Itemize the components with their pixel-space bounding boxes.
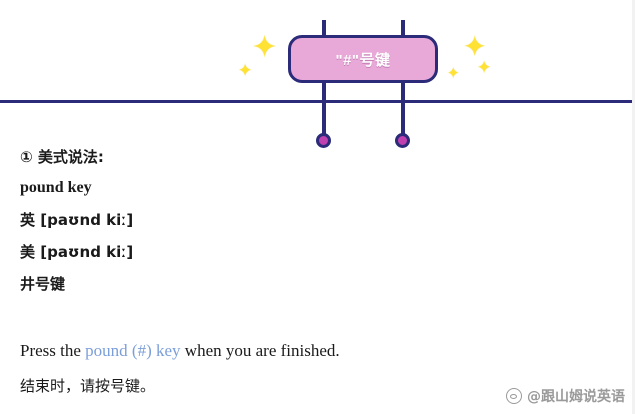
connector-dot-left: [316, 133, 331, 148]
uk-pronunciation: 英 [paʊnd kiː]: [20, 211, 134, 229]
sparkle-icon: ✦: [447, 64, 460, 82]
headword: pound key: [20, 179, 92, 196]
example-prefix: Press the: [20, 341, 86, 360]
example-sentence-chinese: 结束时，请按号键。: [20, 377, 156, 395]
item-heading: ① 美式说法:: [20, 148, 104, 166]
definition-block: ① 美式说法: pound key 英 [paʊnd kiː] 美 [paʊnd…: [20, 146, 580, 305]
title-bubble-label: "#"号键: [335, 51, 391, 69]
us-pronunciation: 美 [paʊnd kiː]: [20, 243, 134, 261]
right-edge-strip: [632, 0, 635, 414]
watermark-text: @跟山姆说英语: [527, 389, 625, 405]
sparkle-icon: ✦: [238, 61, 253, 81]
horizontal-divider: [0, 100, 635, 103]
sparkle-icon: ✦: [477, 58, 492, 78]
sparkle-icon: ✦: [252, 30, 278, 65]
example-suffix: when you are finished.: [180, 341, 340, 360]
weibo-icon: [506, 388, 522, 404]
example-highlight: pound (#) key: [85, 341, 181, 360]
sparkle-icon: ✦: [463, 30, 487, 63]
title-bubble: "#"号键: [288, 35, 438, 83]
chinese-meaning: 井号键: [20, 275, 66, 293]
watermark: @跟山姆说英语: [506, 386, 625, 406]
connector-dot-right: [395, 133, 410, 148]
header-illustration: "#"号键 ✦ ✦ ✦ ✦ ✦: [0, 0, 635, 148]
example-sentence-english: Press the pound (#) key when you are fin…: [20, 341, 340, 361]
